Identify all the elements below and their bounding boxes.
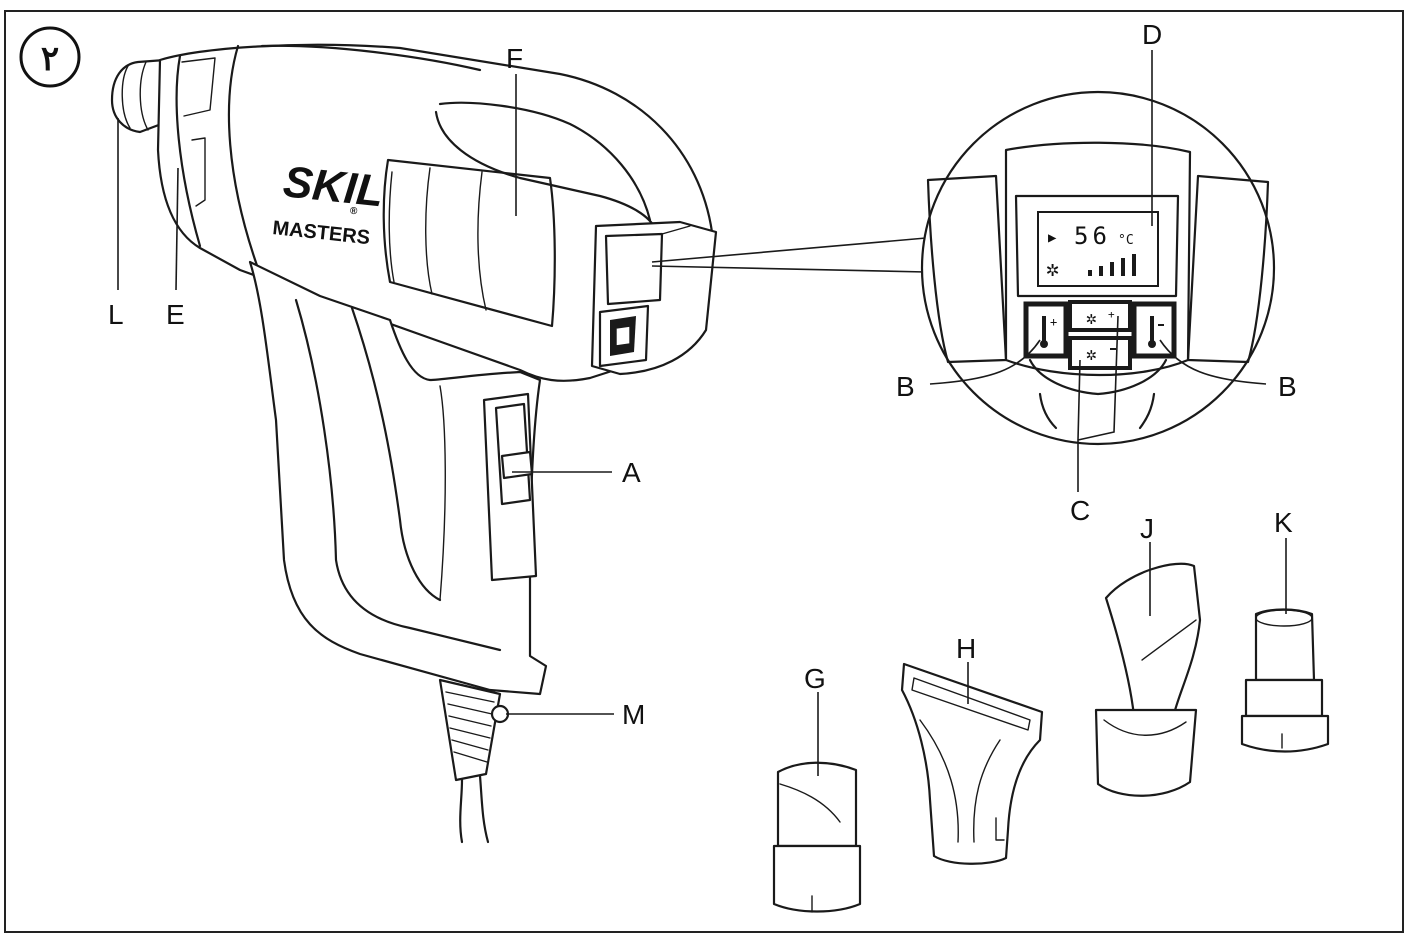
fan-down-button: ✲ — [1068, 336, 1132, 370]
leader-e — [175, 167, 179, 291]
svg-text:✲: ✲ — [1086, 344, 1097, 365]
label-e: E — [166, 299, 185, 330]
lcd-arrow: ▶ — [1048, 230, 1057, 246]
nozzle-j — [1094, 562, 1202, 797]
label-a: A — [622, 457, 641, 488]
vent-panel — [382, 158, 556, 328]
svg-text:+: + — [1050, 315, 1057, 329]
label-k: K — [1274, 507, 1293, 538]
power-switch — [482, 392, 538, 582]
lcd-fan-icon: ✲ — [1046, 257, 1059, 282]
figure-number: ٢ — [41, 40, 59, 78]
leader-b-right — [1159, 339, 1267, 385]
nozzle-tip — [110, 58, 174, 134]
temp-up-button: + — [1023, 301, 1069, 359]
lcd-screen — [1037, 211, 1159, 287]
lcd-unit: °C — [1118, 233, 1134, 248]
label-j: J — [1140, 513, 1154, 544]
figure-number-badge: ٢ — [19, 26, 81, 88]
label-d: D — [1142, 19, 1162, 50]
leader-b-left — [929, 339, 1041, 385]
nozzle-h — [900, 662, 1044, 865]
label-m: M — [622, 699, 645, 730]
nozzle-g — [772, 761, 862, 913]
label-b-left: B — [896, 371, 915, 402]
lcd-fan-bars — [1088, 254, 1136, 276]
svg-text:✲: ✲ — [1086, 308, 1097, 329]
leader-c — [1077, 315, 1119, 492]
registered-mark: ® — [350, 206, 358, 217]
label-f: F — [506, 43, 523, 74]
fan-up-button: ✲ + — [1068, 300, 1132, 332]
svg-text:+: + — [1108, 308, 1115, 321]
temp-down-button — [1131, 301, 1177, 359]
heat-gun: SKIL ® MASTERS — [110, 43, 718, 844]
label-h: H — [956, 633, 976, 664]
brand-logo: SKIL — [281, 157, 386, 216]
lcd-temperature: 56 — [1074, 222, 1111, 250]
label-l: L — [108, 299, 124, 330]
cable-guard — [438, 678, 510, 844]
nozzle-k — [1240, 608, 1330, 753]
figure-frame — [4, 10, 1404, 933]
label-b-right: B — [1278, 371, 1297, 402]
label-g: G — [804, 663, 826, 694]
display-zoom: ▶ 56 °C ✲ + ✲ + — [651, 90, 1276, 446]
label-c: C — [1070, 495, 1090, 526]
